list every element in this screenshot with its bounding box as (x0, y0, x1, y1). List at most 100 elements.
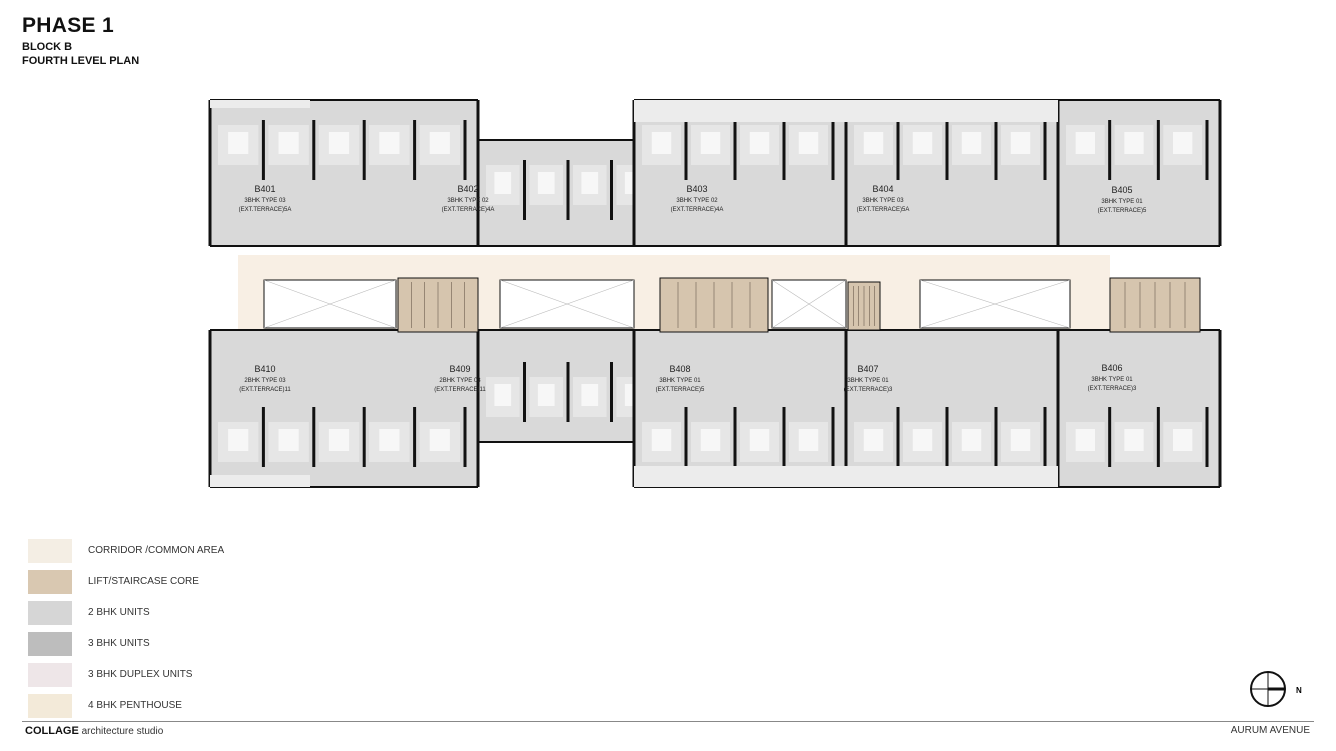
bed (749, 429, 770, 451)
legend-swatch (28, 538, 72, 563)
bed (228, 429, 249, 451)
bed (798, 132, 819, 154)
page-title: PHASE 1 (22, 14, 114, 37)
terrace (210, 100, 310, 108)
block-name: BLOCK B (22, 41, 73, 53)
unit-area (1058, 330, 1220, 487)
north-arrow-icon: N (1250, 671, 1302, 707)
legend-label: 3 BHK UNITS (88, 638, 150, 649)
unit-type: 3BHK TYPE 03 (862, 198, 904, 204)
bed (863, 429, 884, 451)
bed (429, 132, 450, 154)
bed (651, 429, 672, 451)
legend-swatch (28, 693, 72, 718)
bed (278, 429, 299, 451)
unit-type: 3BHK TYPE 02 (676, 198, 718, 204)
unit-type: 2BHK TYPE 03 (244, 378, 286, 384)
legend-label: 2 BHK UNITS (88, 607, 150, 618)
legend-label: 3 BHK DUPLEX UNITS (88, 669, 193, 680)
unit-area (210, 330, 478, 487)
legend-swatch (28, 662, 72, 687)
unit-terrace: (EXT.TERRACE)4A (671, 207, 724, 213)
bed (1124, 429, 1144, 451)
terrace (634, 466, 846, 487)
legend-item: CORRIDOR /COMMON AREA (28, 535, 224, 566)
unit-area (1058, 100, 1220, 246)
unit-number: B408 (669, 364, 690, 374)
bed (749, 132, 770, 154)
unit-area (634, 330, 846, 487)
unit-type: 3BHK TYPE 01 (847, 378, 889, 384)
bed (1124, 132, 1144, 154)
unit-number: B403 (686, 184, 707, 194)
legend-item: LIFT/STAIRCASE CORE (28, 566, 224, 597)
unit-type: 3BHK TYPE 03 (244, 198, 286, 204)
studio-subtitle: architecture studio (81, 726, 164, 737)
legend-item: 3 BHK DUPLEX UNITS (28, 659, 224, 690)
bed (537, 384, 555, 406)
legend-item: 3 BHK UNITS (28, 628, 224, 659)
shaft-cross (263, 279, 397, 329)
unit-type: 3BHK TYPE 02 (447, 198, 489, 204)
unit-number: B405 (1111, 185, 1132, 195)
bed (328, 132, 350, 154)
legend-label: 4 BHK PENTHOUSE (88, 700, 182, 711)
unit-number: B410 (254, 364, 275, 374)
unit-area (210, 100, 478, 246)
bed (1010, 429, 1031, 451)
level-name: FOURTH LEVEL PLAN (22, 55, 140, 67)
bed (961, 132, 982, 154)
unit-number: B404 (872, 184, 893, 194)
shaft-cross (919, 279, 1071, 329)
unit-terrace: (EXT.TERRACE)4A (442, 207, 495, 213)
legend-swatch (28, 569, 72, 594)
unit-area (846, 330, 1058, 487)
bed (700, 429, 721, 451)
bed (278, 132, 299, 154)
unit-number: B407 (857, 364, 878, 374)
unit-area (634, 100, 846, 246)
bed (700, 132, 721, 154)
bed (912, 132, 933, 154)
terrace (210, 475, 310, 487)
unit-terrace: (EXT.TERRACE)5 (1098, 208, 1147, 214)
legend-item: 4 BHK PENTHOUSE (28, 690, 224, 721)
legend-label: CORRIDOR /COMMON AREA (88, 545, 225, 556)
unit-type: 2BHK TYPE 03 (439, 378, 481, 384)
bed (429, 429, 450, 451)
unit-number: B402 (457, 184, 478, 194)
studio-name: COLLAGE (25, 725, 79, 737)
unit-type: 3BHK TYPE 01 (1101, 199, 1143, 205)
bed (581, 172, 599, 194)
compass-label: N (1296, 686, 1302, 695)
project-name: AURUM AVENUE (1230, 725, 1310, 736)
shaft-cross (499, 279, 635, 329)
bed (228, 132, 249, 154)
unit-type: 3BHK TYPE 01 (659, 378, 701, 384)
bed (1173, 132, 1193, 154)
unit-number: B401 (254, 184, 275, 194)
bed (1075, 132, 1095, 154)
bed (1010, 132, 1031, 154)
unit-terrace: (EXT.TERRACE)3 (844, 387, 893, 393)
unit-number: B409 (449, 364, 470, 374)
unit-type: 3BHK TYPE 01 (1091, 377, 1133, 383)
bed (1075, 429, 1095, 451)
bed (1173, 429, 1193, 451)
legend-item: 2 BHK UNITS (28, 597, 224, 628)
unit-terrace: (EXT.TERRACE)3 (1088, 386, 1137, 392)
bed (537, 172, 555, 194)
bed (961, 429, 982, 451)
bed (863, 132, 884, 154)
unit-terrace: (EXT.TERRACE)11 (434, 387, 486, 393)
legend-swatch (28, 600, 72, 625)
unit-area (846, 100, 1058, 246)
bed (379, 429, 400, 451)
legend-swatch (28, 631, 72, 656)
bed (494, 172, 512, 194)
bed (379, 132, 400, 154)
legend-label: LIFT/STAIRCASE CORE (88, 576, 199, 587)
bed (912, 429, 933, 451)
bed (651, 132, 672, 154)
